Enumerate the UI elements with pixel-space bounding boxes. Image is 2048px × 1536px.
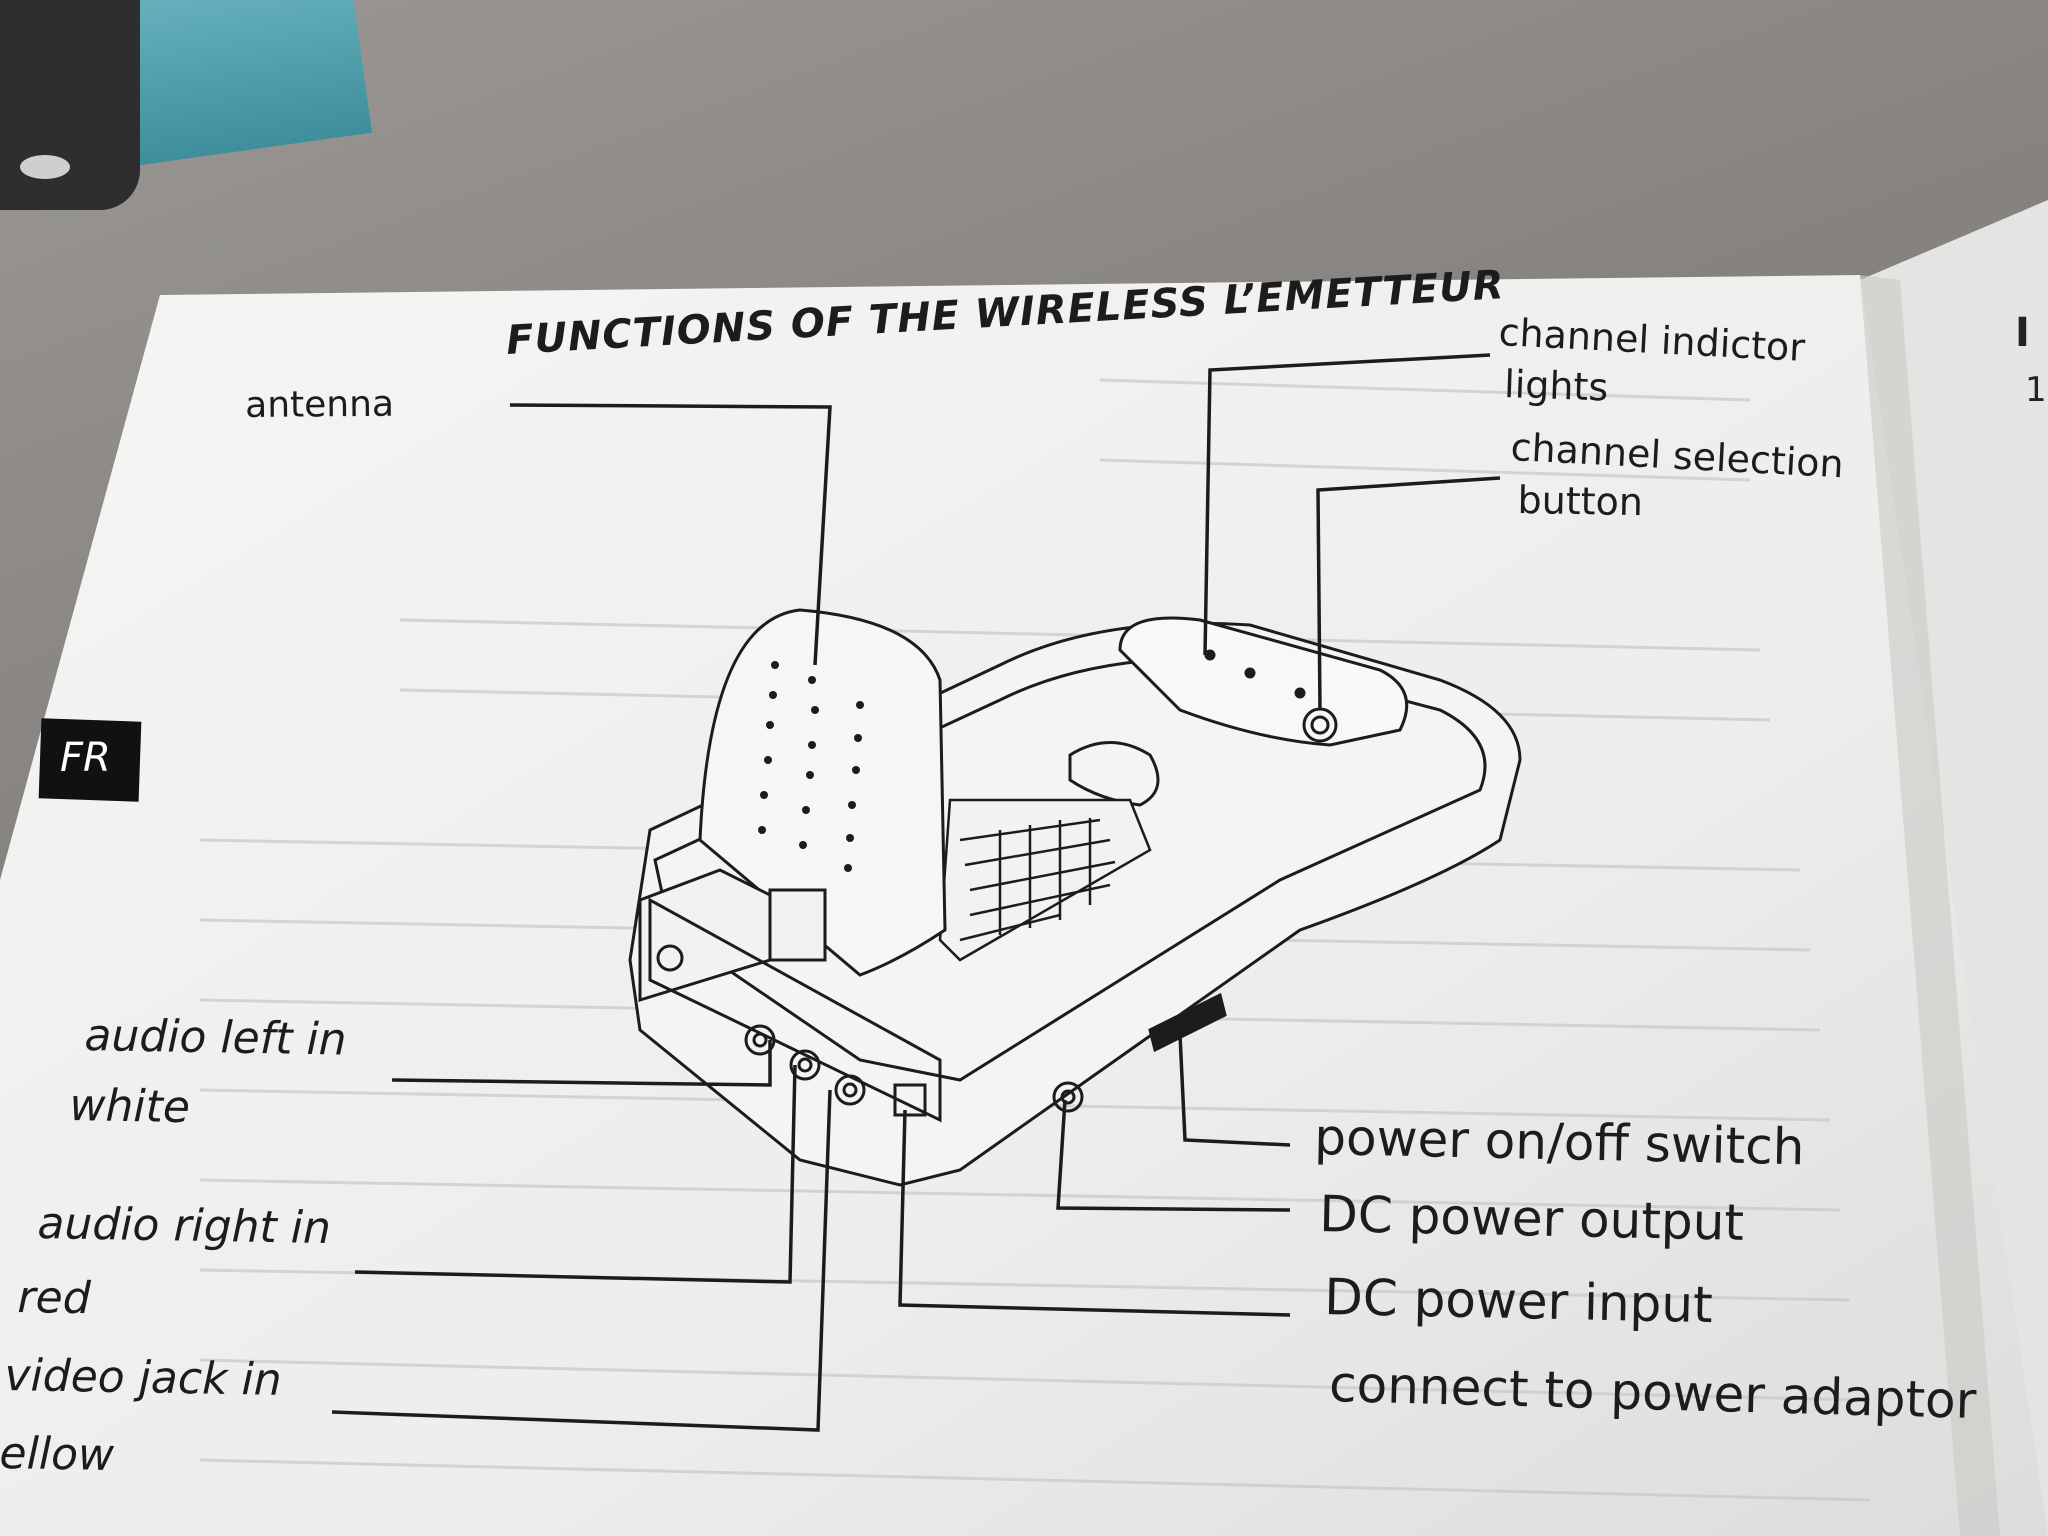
facing-page-heading: I xyxy=(2015,310,2030,356)
leader-lines xyxy=(331,353,1501,1432)
label-audio-right-line2: red xyxy=(17,1272,92,1325)
remote-button xyxy=(20,155,70,179)
label-antenna: antenna xyxy=(245,383,395,426)
transmitter-drawing xyxy=(628,608,1522,1187)
label-video-jack-line2: ellow xyxy=(0,1428,115,1481)
facing-page-number: 1 xyxy=(2025,370,2047,410)
language-tab-label: FR xyxy=(60,735,111,781)
label-audio-right-line1: audio right in xyxy=(37,1198,332,1255)
label-dc-input: DC power input xyxy=(1323,1268,1714,1335)
label-dc-output: DC power output xyxy=(1318,1185,1745,1252)
remote-control xyxy=(0,0,140,210)
label-channel-indicator-line2: lights xyxy=(1503,362,1609,410)
label-audio-left-line1: audio left in xyxy=(84,1010,348,1066)
label-video-jack-line1: video jack in xyxy=(4,1350,283,1406)
label-power-switch: power on/off switch xyxy=(1313,1108,1806,1177)
label-audio-left-line2: white xyxy=(69,1080,191,1134)
label-channel-selection-line2: button xyxy=(1517,478,1644,525)
